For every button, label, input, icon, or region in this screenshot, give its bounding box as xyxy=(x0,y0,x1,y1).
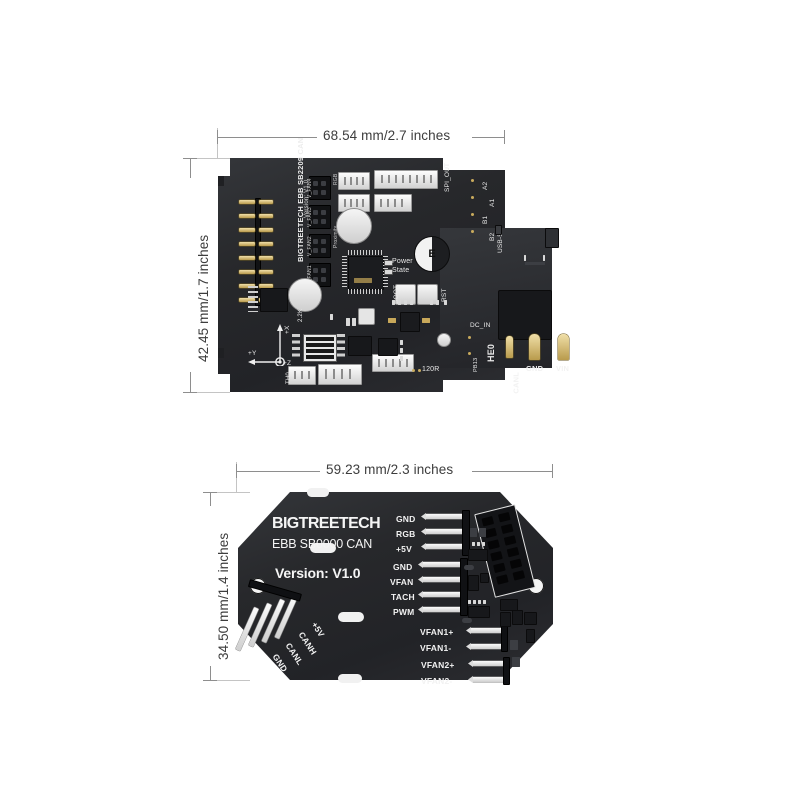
power-housing-tab xyxy=(545,228,559,248)
res-22k-label: 2.2K xyxy=(298,308,304,322)
dim-tick-bot-right xyxy=(552,464,553,478)
housing-pad-2 xyxy=(543,255,545,261)
dim-label-bottom-height: 34.50 mm/1.4 inches xyxy=(216,532,231,660)
ext-line-top-upper xyxy=(190,158,230,159)
dim-tick-topv-lower xyxy=(183,392,197,393)
signal-label-vfan: VFAN xyxy=(390,577,414,587)
ext-line-bot-upper xyxy=(210,492,250,493)
dim-label-top-height: 42.45 mm/1.7 inches xyxy=(196,234,211,362)
dim-label-top-width: 68.54 mm/2.7 inches xyxy=(323,128,451,143)
top-board-left-tab-upper xyxy=(218,176,224,186)
bottom-slot-top xyxy=(307,488,329,497)
jst-connector-2 xyxy=(374,170,438,189)
header-silk-vfan4: V_FAN4 xyxy=(307,178,313,198)
dip-switch-pads-left xyxy=(292,334,300,360)
housing-pad-row xyxy=(525,262,545,265)
jst-bottom-connector xyxy=(318,364,362,385)
pb13-pad-2 xyxy=(468,352,471,355)
mcu-chip xyxy=(348,256,384,290)
mcu-pins-bottom xyxy=(348,289,382,294)
jst-connector-1 xyxy=(338,172,370,190)
power-pin-label-vin: VIN xyxy=(556,364,570,373)
he0-label: HE0 xyxy=(486,343,496,362)
power-pin-gnd xyxy=(529,334,540,360)
mount-screw-bottom xyxy=(288,278,322,312)
pad-label-b1: B1 xyxy=(482,215,489,224)
axis-label-y: +Y xyxy=(248,350,257,357)
jumper-pad-a xyxy=(412,369,415,372)
pad-label-a2: A2 xyxy=(482,181,489,190)
mcu-marking xyxy=(354,278,372,283)
jst-connector-4 xyxy=(374,194,412,212)
vfan-label-2m: VFAN2- xyxy=(421,676,453,686)
state-led xyxy=(384,269,393,275)
power-pin-canl xyxy=(506,336,513,358)
bottom-slot-bottom xyxy=(338,674,362,683)
signal-label-pwm: PWM xyxy=(393,607,415,617)
dim-tick-botv-lower xyxy=(203,680,217,681)
top-board-left-tab-lower xyxy=(218,348,224,358)
dim-line-bot-width-b xyxy=(472,471,552,472)
dim-line-bot-width-a xyxy=(236,471,320,472)
dim-line-bot-height-b xyxy=(210,666,211,680)
dim-tick-top-right xyxy=(504,130,505,144)
state-led-label: State xyxy=(392,267,410,274)
rst-button[interactable] xyxy=(417,284,438,305)
power-pin-label-gnd: GND xyxy=(526,364,544,373)
dim-label-bottom-width: 59.23 mm/2.3 inches xyxy=(326,462,454,477)
mcu-pins-left xyxy=(342,256,347,288)
signal-label-tach: TACH xyxy=(391,592,415,602)
dip-switch[interactable] xyxy=(303,334,337,362)
bottom-board-version: Version: V1.0 xyxy=(275,565,361,581)
vfan-label-1m: VFAN1- xyxy=(420,643,452,653)
axis-label-x: +X xyxy=(284,325,291,334)
res-120r-label: 120R xyxy=(422,366,440,373)
housing-pad-1 xyxy=(524,255,526,261)
power-led-label: Power xyxy=(392,258,413,265)
power-pin-vin xyxy=(558,334,569,360)
axis-label-z: +Z xyxy=(283,360,292,367)
mount-screw-top xyxy=(336,208,372,244)
dim-line-bot-height-a xyxy=(210,492,211,506)
signal-label-gnd-2: GND xyxy=(393,562,413,572)
jst-th0-connector xyxy=(288,366,316,385)
dim-line-top-width-a xyxy=(217,137,317,138)
bottom-slot-upper xyxy=(310,543,336,553)
he0-screw xyxy=(437,333,451,347)
jumper-pad-b xyxy=(418,369,421,372)
ext-line-bot-lower xyxy=(210,680,250,681)
header-silk-vfan2: V_FAN2 xyxy=(307,236,313,256)
signal-label-gnd-1: GND xyxy=(396,514,416,524)
header-silk-vfan3: V_FAN3 xyxy=(307,207,313,227)
pad-label-a1: A1 xyxy=(489,198,496,207)
spi-out-silk: SPI_OUT xyxy=(444,162,451,192)
ext-line-top-lower xyxy=(190,392,230,393)
bottom-board-model: EBB SB0000 CAN xyxy=(272,537,373,551)
mcu-pins-top xyxy=(348,250,382,255)
dim-line-top-height-b xyxy=(190,372,191,392)
pb13-pad-1 xyxy=(468,336,471,339)
electrolytic-capacitor: E xyxy=(414,236,450,272)
th0-label: TH0 xyxy=(286,372,292,384)
pb13-label: PB13 xyxy=(473,357,479,372)
dim-line-top-height-a xyxy=(190,158,191,178)
bottom-slot-mid xyxy=(338,612,364,622)
vfan-label-1p: VFAN1+ xyxy=(420,627,454,637)
dc-in-label: DC_IN xyxy=(470,322,491,329)
signal-label-5v: +5V xyxy=(396,544,412,554)
dip-switch-pads-right xyxy=(337,334,345,360)
signal-label-rgb: RGB xyxy=(396,529,416,539)
power-pin-label-canl: CANL xyxy=(511,372,521,394)
power-connector-block xyxy=(498,290,552,340)
bottom-board-logo: BIGTREETECH xyxy=(272,515,381,532)
dim-line-top-width-b xyxy=(472,137,504,138)
vfan-label-2p: VFAN2+ xyxy=(421,660,455,670)
jst-mid-connector xyxy=(372,354,414,372)
power-led xyxy=(384,260,393,266)
